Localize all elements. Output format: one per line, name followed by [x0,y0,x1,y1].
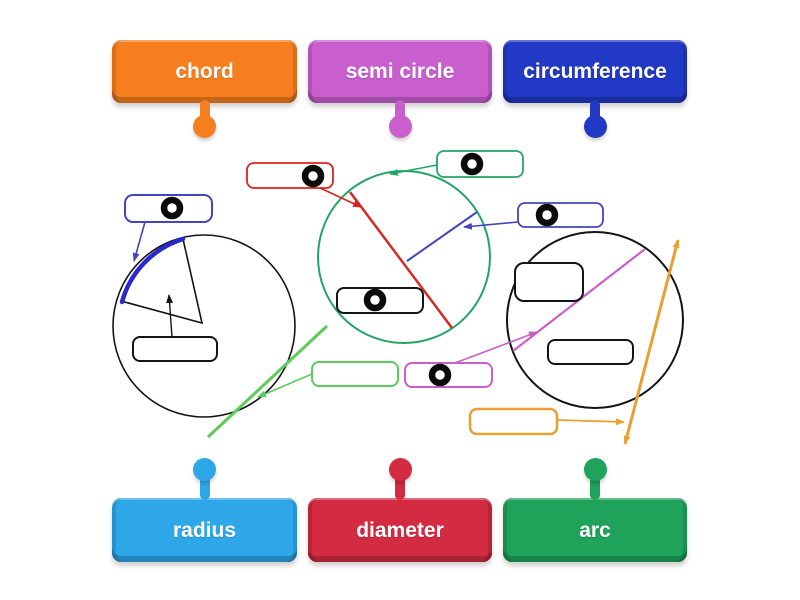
label-button: diameter [308,498,492,562]
draggable-label-diameter[interactable]: diameter [308,458,492,562]
pin-icon [583,458,607,481]
diameter-pointer-arrow [319,187,362,208]
answer-slot-secant[interactable] [468,407,559,436]
left-circle [112,234,296,418]
answer-slot-tangent[interactable] [311,361,399,387]
label-button: radius [112,498,297,562]
label-text: arc [579,518,611,542]
sector-radii-lines [120,238,204,325]
secant-pointer-arrow [556,418,625,426]
chord-pointer-arrow [454,331,538,364]
answer-slot-right-upper-black[interactable] [514,262,584,302]
pin-stem [199,476,210,500]
sector-pointer-arrow [166,294,174,338]
tangent-pointer-arrow [257,373,313,398]
draggable-label-circumference[interactable]: circumference [503,40,687,138]
label-button: chord [112,40,297,103]
peg-hole-icon[interactable] [535,203,559,227]
label-text: semi circle [345,60,455,83]
pin-stem [199,100,210,124]
pin-stem [590,100,600,124]
pin-icon [193,115,216,138]
pin-icon [193,458,216,481]
pin-icon [388,115,412,138]
peg-hole-icon[interactable] [363,288,387,312]
middle-circle [317,170,491,344]
tangent-line [206,324,329,439]
label-button: arc [503,498,687,562]
label-text: circumference [523,60,667,83]
peg-hole-icon[interactable] [460,152,484,176]
pin-icon [583,115,607,138]
right-circle [506,231,684,409]
answer-slot-radius[interactable] [517,202,604,228]
circumference-pointer-arrow [389,164,438,176]
pin-stem [590,476,600,500]
arc-pointer-arrow [132,221,146,262]
peg-hole-icon[interactable] [428,363,452,387]
radius-line [406,211,478,262]
pin-stem [395,100,405,124]
secant-double-arrow-line [623,239,680,445]
pin-icon [388,458,412,481]
label-text: chord [175,60,234,83]
pin-stem [395,476,405,500]
answer-slot-right-lower-black[interactable] [547,339,634,365]
draggable-label-arc[interactable]: arc [503,458,687,562]
peg-hole-icon[interactable] [301,164,325,188]
draggable-label-radius[interactable]: radius [112,458,297,562]
diameter-line [349,191,453,329]
peg-hole-icon[interactable] [160,196,184,220]
label-button: semi circle [308,40,492,103]
label-button: circumference [503,40,687,103]
label-text: diameter [356,518,444,542]
answer-slot-sector[interactable] [132,336,218,362]
highlighted-arc [119,236,186,305]
draggable-label-semi-circle[interactable]: semi circle [308,40,492,138]
draggable-label-chord[interactable]: chord [112,40,297,138]
label-text: radius [172,518,237,542]
radius-pointer-arrow [463,221,519,230]
